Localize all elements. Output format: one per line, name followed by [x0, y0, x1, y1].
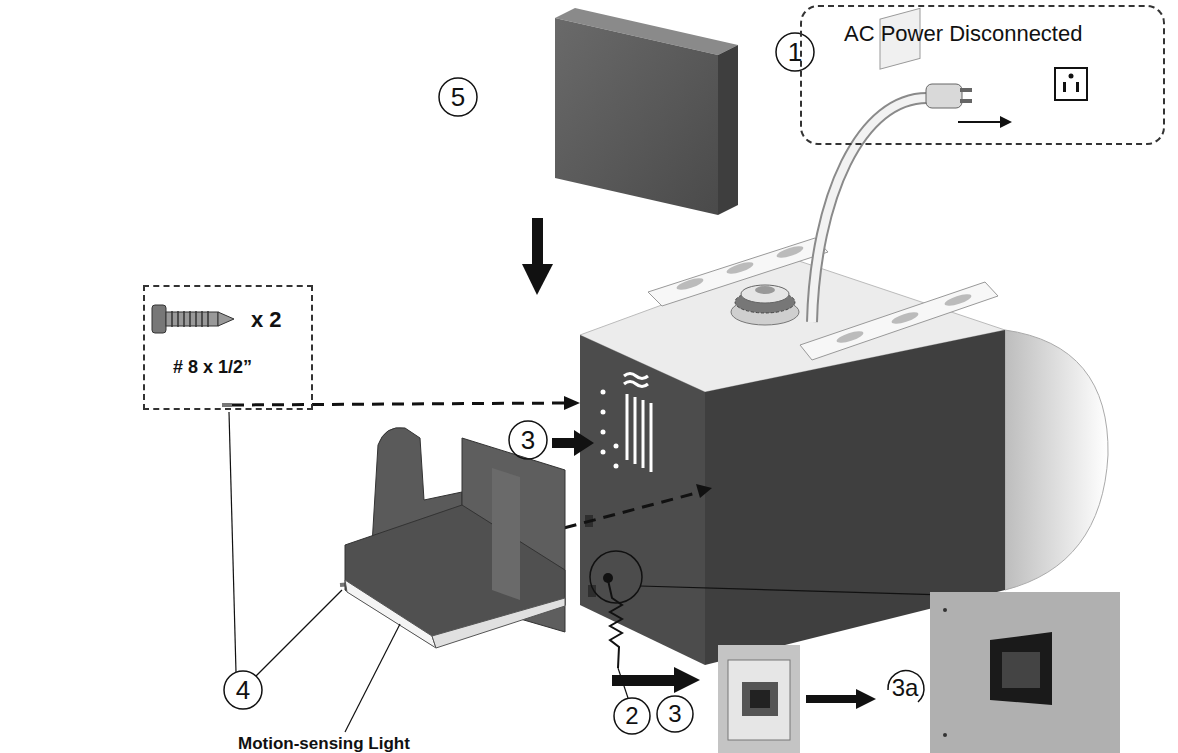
guide-head: [696, 484, 712, 498]
opener-front-face: [580, 335, 705, 665]
screw-head: [152, 305, 166, 333]
dashed-guide: [232, 403, 566, 405]
socket: [990, 632, 1052, 705]
battery-side: [718, 45, 738, 215]
screw-tip: [218, 312, 234, 326]
screw-shank: [166, 312, 218, 326]
arrow-shaft: [532, 218, 543, 268]
plug-prong: [960, 99, 972, 103]
arrow-head: [574, 430, 594, 456]
part-name: Motion-sensing Light: [238, 734, 410, 753]
guide-head: [564, 396, 580, 410]
wire: [608, 580, 622, 668]
outlet-slot: [1076, 82, 1079, 92]
outlet-slot: [1063, 82, 1066, 92]
dot: [601, 390, 606, 395]
plug-prong: [960, 88, 972, 92]
dot: [601, 430, 606, 435]
vent-bar: [626, 394, 629, 460]
inset-plug: [718, 645, 800, 753]
power-cord: [812, 68, 1087, 322]
arrow-shaft: [806, 695, 858, 703]
unplug-arrow-head: [1000, 116, 1012, 128]
callout-number: 3: [506, 425, 550, 455]
inset-socket: [930, 592, 1120, 753]
outlet-ground: [1069, 74, 1074, 79]
inset-photo: [930, 592, 1120, 753]
leader-line: [256, 590, 342, 676]
screw: [222, 403, 232, 407]
leader-line: [618, 668, 628, 698]
callout-ring: [590, 551, 642, 603]
vent-bar: [650, 403, 653, 472]
sprocket-top: [741, 285, 789, 303]
plug-pins: [750, 690, 770, 708]
screw-hole: [943, 608, 947, 612]
box-text: # 8 x 1/2”: [173, 357, 252, 378]
callout-leaders: [229, 412, 400, 732]
dot: [614, 464, 619, 469]
plug-frame: [728, 660, 790, 740]
vent-wave: [624, 374, 648, 379]
arrow-head: [856, 689, 876, 709]
cord-outline: [812, 98, 930, 322]
rail-bracket: [800, 282, 998, 360]
screw-hole: [943, 733, 947, 737]
screw-icon: [152, 305, 234, 333]
fixture-lens: [345, 580, 436, 648]
callout-number: 1: [773, 37, 817, 67]
rail-bracket: [648, 238, 828, 306]
dot: [614, 444, 619, 449]
callout-number: 5: [436, 82, 480, 112]
callout-circles: [224, 33, 924, 734]
bracket-slot: [775, 244, 804, 260]
plug-body: [742, 682, 778, 716]
vent-icon: [624, 374, 651, 473]
callout-number: 3a: [883, 673, 927, 703]
leader-line: [229, 412, 236, 672]
bracket-slot: [835, 329, 864, 345]
fixture-lens: [432, 598, 565, 648]
vent-bar: [634, 397, 637, 464]
insert-arrows: [552, 430, 876, 709]
inset-photo: [718, 645, 800, 753]
vent-bar: [642, 400, 645, 468]
fixture-panel: [492, 468, 520, 600]
dot: [601, 450, 606, 455]
indicator-dots: [601, 390, 619, 469]
callout-number: 4: [221, 675, 265, 705]
battery-front: [555, 18, 718, 215]
plug: [926, 84, 962, 108]
box-text: AC Power Disconnected: [844, 21, 1082, 47]
vent-wave: [624, 382, 648, 387]
light-fixture: [345, 428, 565, 648]
down-arrow: [522, 218, 553, 295]
parts-box: x 2 # 8 x 1/2”: [143, 285, 313, 410]
opener-tail: [1005, 330, 1108, 590]
fixture-tray: [345, 505, 565, 645]
callout-number: 3: [653, 699, 697, 729]
screw-thread: [172, 311, 208, 327]
bracket-slot: [943, 292, 972, 308]
sprocket-hub: [755, 286, 775, 294]
arrow-shaft: [552, 438, 576, 448]
unplug-arrow: [958, 121, 1002, 123]
opener-body: [580, 8, 1108, 665]
leader-line: [345, 624, 400, 732]
cord: [812, 98, 930, 322]
outlet: [1055, 68, 1087, 100]
socket-pins: [1002, 652, 1040, 688]
dot: [601, 410, 606, 415]
arrow-head: [522, 264, 553, 295]
box-text: x 2: [251, 307, 282, 333]
callout-number: 2: [610, 701, 654, 731]
bracket-slot: [725, 260, 754, 276]
battery-pack: [555, 8, 738, 215]
parts-box: AC Power Disconnected: [800, 5, 1165, 145]
arrow-head: [674, 667, 700, 693]
bracket-slot: [890, 310, 919, 326]
bracket-slot: [675, 276, 704, 292]
